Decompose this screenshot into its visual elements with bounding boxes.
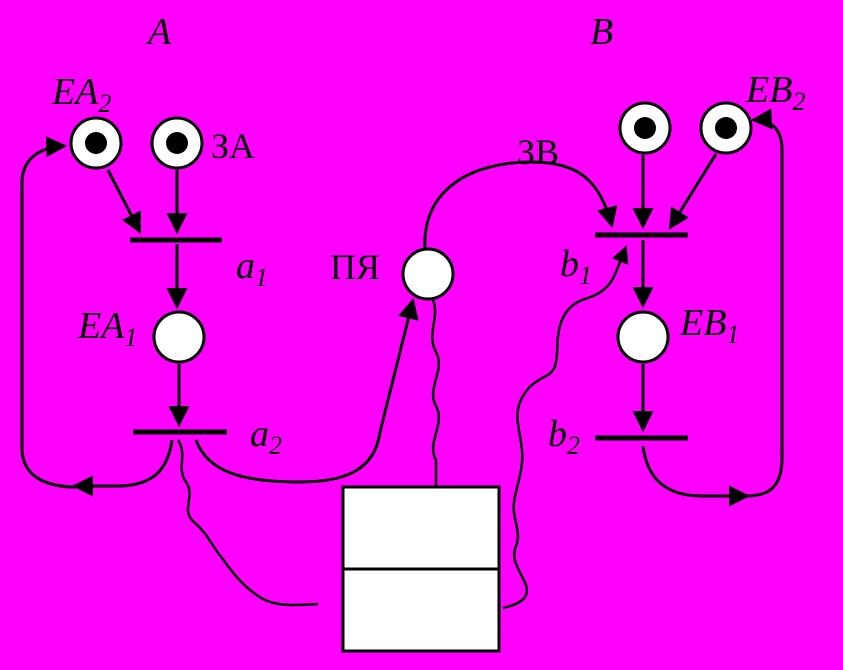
label-eb2: EB2 xyxy=(745,69,805,116)
arc-ea2-a1 xyxy=(106,169,142,234)
label-ea2: EA2 xyxy=(51,71,111,118)
label-b2: b2 xyxy=(548,413,580,460)
token-eb2 xyxy=(715,117,737,139)
arc-eb2-b1 xyxy=(668,153,718,230)
token-za xyxy=(166,132,188,154)
label-pya: ПЯ xyxy=(330,247,380,287)
label-a1: a1 xyxy=(236,245,268,292)
wavy-link-a2-memory xyxy=(176,439,319,607)
label-eb1: EB1 xyxy=(679,302,739,349)
label-za: ЗА xyxy=(211,126,255,166)
token-zb xyxy=(634,117,656,139)
arc-b2-return xyxy=(641,445,751,507)
arc-return-eb2 xyxy=(745,108,784,498)
place-ea1 xyxy=(152,310,206,364)
wavy-link-pya-memory xyxy=(431,299,441,486)
place-pya xyxy=(401,247,455,301)
place-eb1 xyxy=(616,310,670,364)
label-zb: ЗВ xyxy=(517,132,559,172)
token-ea2 xyxy=(85,132,107,154)
label-b1: b1 xyxy=(560,243,592,290)
arc-a2-return xyxy=(71,439,174,497)
arc-a2-pya xyxy=(194,297,419,484)
process-b-label: B xyxy=(590,11,613,53)
label-a2: a2 xyxy=(250,413,282,460)
wavy-link-memory-b1 xyxy=(502,245,629,610)
arc-pya-b1 xyxy=(423,160,618,250)
label-ea1: EA1 xyxy=(77,305,137,352)
arc-return-ea2 xyxy=(20,136,77,489)
process-a-label: A xyxy=(145,11,172,53)
